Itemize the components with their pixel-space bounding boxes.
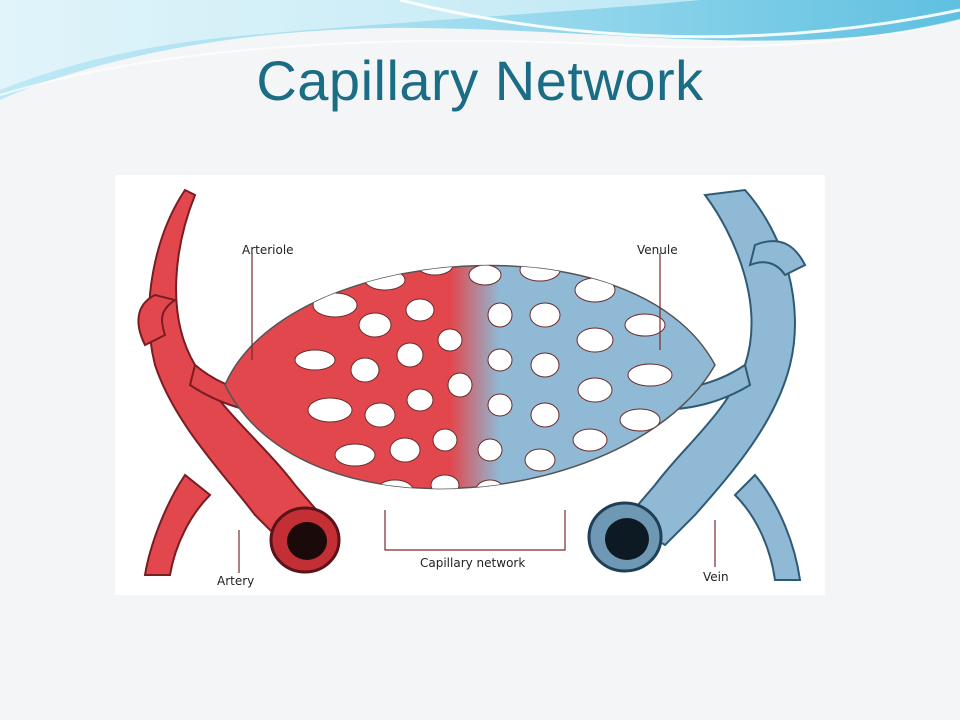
- capillary-diagram: Arteriole Venule Artery Vein Capillary n…: [115, 175, 825, 595]
- label-venule: Venule: [637, 243, 678, 257]
- header-swoosh: [0, 0, 960, 100]
- label-arteriole: Arteriole: [242, 243, 294, 257]
- vein-vessel: [587, 188, 807, 581]
- label-vein: Vein: [703, 570, 729, 584]
- slide-title: Capillary Network: [256, 49, 704, 112]
- label-capillary-network: Capillary network: [420, 556, 525, 570]
- label-artery: Artery: [217, 574, 254, 588]
- capillary-mesh: [224, 264, 716, 490]
- leader-lines: [238, 253, 716, 573]
